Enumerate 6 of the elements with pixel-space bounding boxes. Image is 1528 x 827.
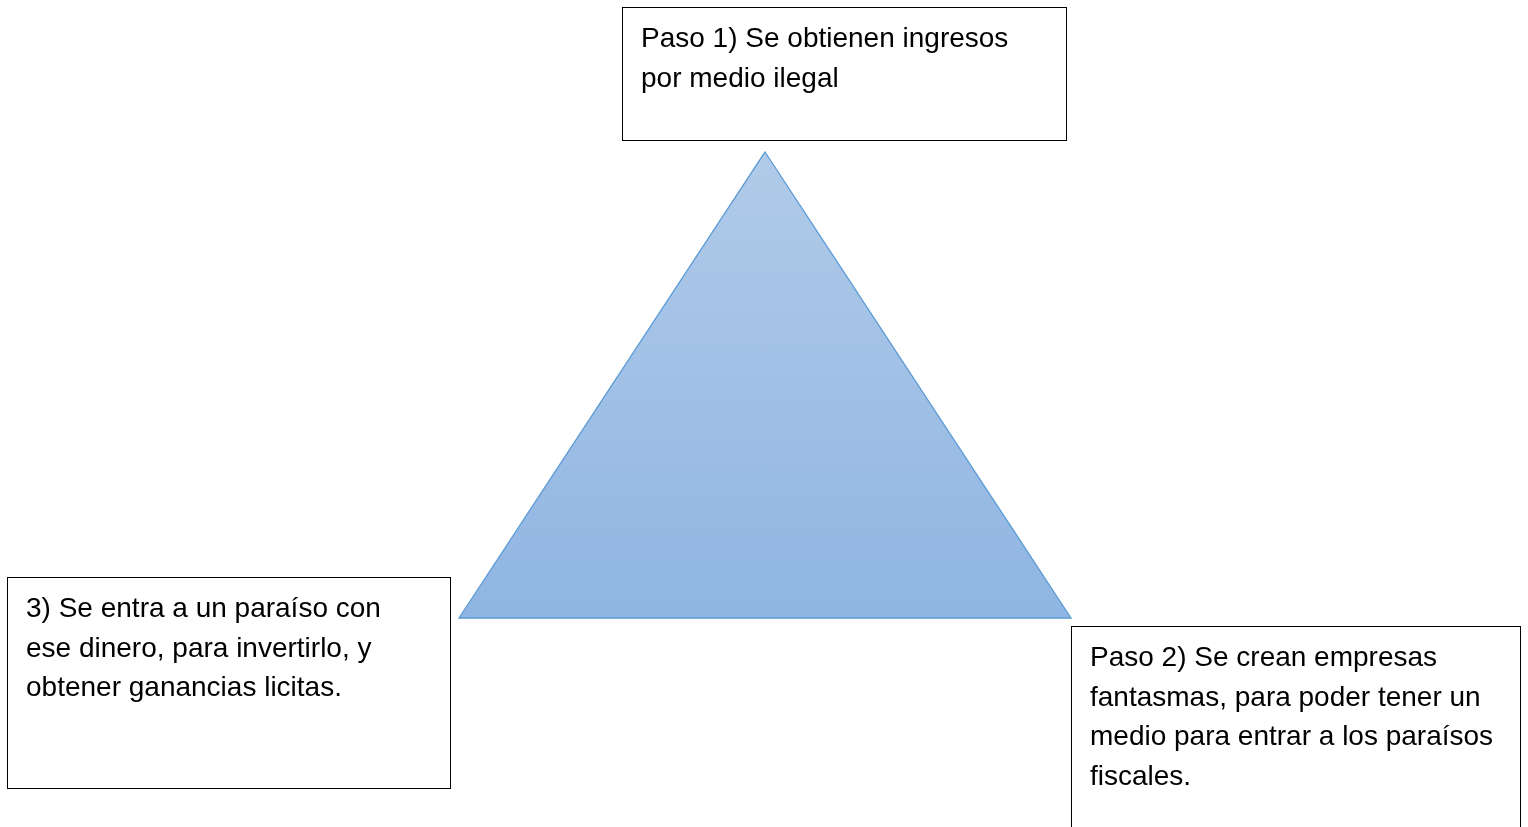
text-box	[1071, 626, 1521, 827]
step-text: Paso 2) Se crean empresas fantasmas, para poder tener un medio para entrar a los paraísos fiscales.	[1090, 640, 1495, 793]
step-text: Paso 1) Se obtienen ingresos por medio ilegal	[641, 21, 1010, 95]
step-text: 3) Se entra a un paraíso con ese dinero, para invertirlo, y obtener ganancias licitas.	[26, 591, 382, 704]
text-box	[622, 7, 1067, 141]
text-box	[7, 577, 451, 789]
